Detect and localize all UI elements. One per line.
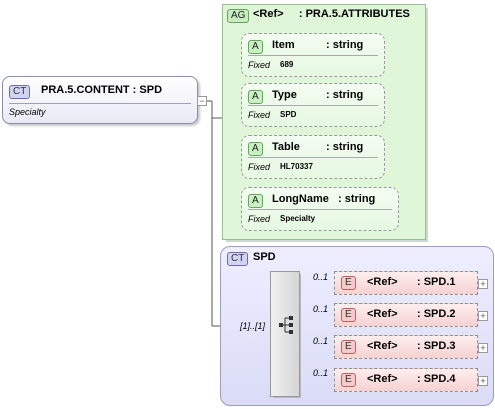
element-name: : SPD.4: [417, 373, 456, 385]
plus-icon[interactable]: +: [478, 343, 488, 353]
fixed-value: Specialty: [280, 214, 316, 223]
complex-type-title: SPD: [253, 251, 276, 263]
plus-icon[interactable]: +: [478, 311, 488, 321]
element-badge: E: [341, 308, 356, 322]
fixed-label: Fixed: [248, 60, 271, 70]
complex-type-badge: CT: [227, 252, 249, 266]
attribute-type-label: : string: [338, 193, 376, 205]
root-description: Specialty: [9, 107, 46, 117]
attribute-badge: A: [248, 90, 263, 104]
divider: [248, 157, 378, 158]
attribute-name: LongName: [272, 193, 329, 205]
element-name: : SPD.3: [417, 340, 456, 352]
fixed-value: 689: [280, 60, 294, 69]
plus-icon[interactable]: +: [478, 279, 488, 289]
attribute-longname[interactable]: A LongName : string Fixed Specialty: [241, 187, 399, 231]
sequence-compositor[interactable]: [270, 271, 300, 397]
attribute-group-title: <Ref> : PRA.5.ATTRIBUTES: [253, 8, 410, 20]
root-complex-type[interactable]: CT PRA.5.CONTENT : SPD Specialty: [2, 76, 198, 124]
element-ref: <Ref>: [367, 276, 398, 288]
attribute-name: Type: [272, 89, 297, 101]
attribute-group[interactable]: AG <Ref> : PRA.5.ATTRIBUTES A Item : str…: [222, 4, 426, 240]
fixed-label: Fixed: [248, 162, 271, 172]
element-spd-3[interactable]: E <Ref> : SPD.3: [334, 335, 478, 359]
root-title: PRA.5.CONTENT : SPD: [41, 84, 163, 96]
fixed-value: HL70337: [280, 162, 313, 171]
attribute-name: Table: [272, 141, 300, 153]
attribute-type[interactable]: A Type : string Fixed SPD: [241, 83, 385, 127]
attribute-badge: A: [248, 194, 263, 208]
element-badge: E: [341, 373, 356, 387]
attribute-badge: A: [248, 142, 263, 156]
element-ref: <Ref>: [367, 308, 398, 320]
element-spd-2[interactable]: E <Ref> : SPD.2: [334, 303, 478, 327]
attribute-type-label: : string: [326, 141, 364, 153]
attribute-type: : string: [326, 39, 364, 51]
attribute-type-label: : string: [326, 89, 364, 101]
element-ref: <Ref>: [367, 373, 398, 385]
sequence-icon: [279, 316, 293, 334]
divider: [9, 103, 191, 104]
element-name: : SPD.1: [417, 276, 456, 288]
element-occurrence: 0..1: [313, 272, 329, 282]
element-occurrence: 0..1: [313, 368, 329, 378]
element-occurrence: 0..1: [313, 336, 329, 346]
element-ref: <Ref>: [367, 340, 398, 352]
element-spd-1[interactable]: E <Ref> : SPD.1: [334, 271, 478, 295]
plus-icon[interactable]: +: [478, 376, 488, 386]
fixed-label: Fixed: [248, 214, 271, 224]
element-badge: E: [341, 340, 356, 354]
fixed-value: SPD: [280, 110, 297, 119]
divider: [248, 209, 392, 210]
divider: [248, 105, 378, 106]
attribute-table[interactable]: A Table : string Fixed HL70337: [241, 135, 385, 179]
attribute-badge: A: [248, 40, 263, 54]
sequence-occurrence: [1]..[1]: [240, 321, 266, 331]
attribute-name: Item: [272, 39, 295, 51]
fixed-label: Fixed: [248, 110, 271, 120]
complex-type-badge: CT: [9, 85, 31, 99]
element-occurrence: 0..1: [313, 304, 329, 314]
attribute-item[interactable]: A Item : string Fixed 689: [241, 33, 385, 77]
divider: [248, 55, 378, 56]
element-spd-4[interactable]: E <Ref> : SPD.4: [334, 368, 478, 392]
element-badge: E: [341, 276, 356, 290]
attribute-group-badge: AG: [227, 9, 250, 23]
minus-icon[interactable]: −: [197, 96, 207, 106]
element-name: : SPD.2: [417, 308, 456, 320]
